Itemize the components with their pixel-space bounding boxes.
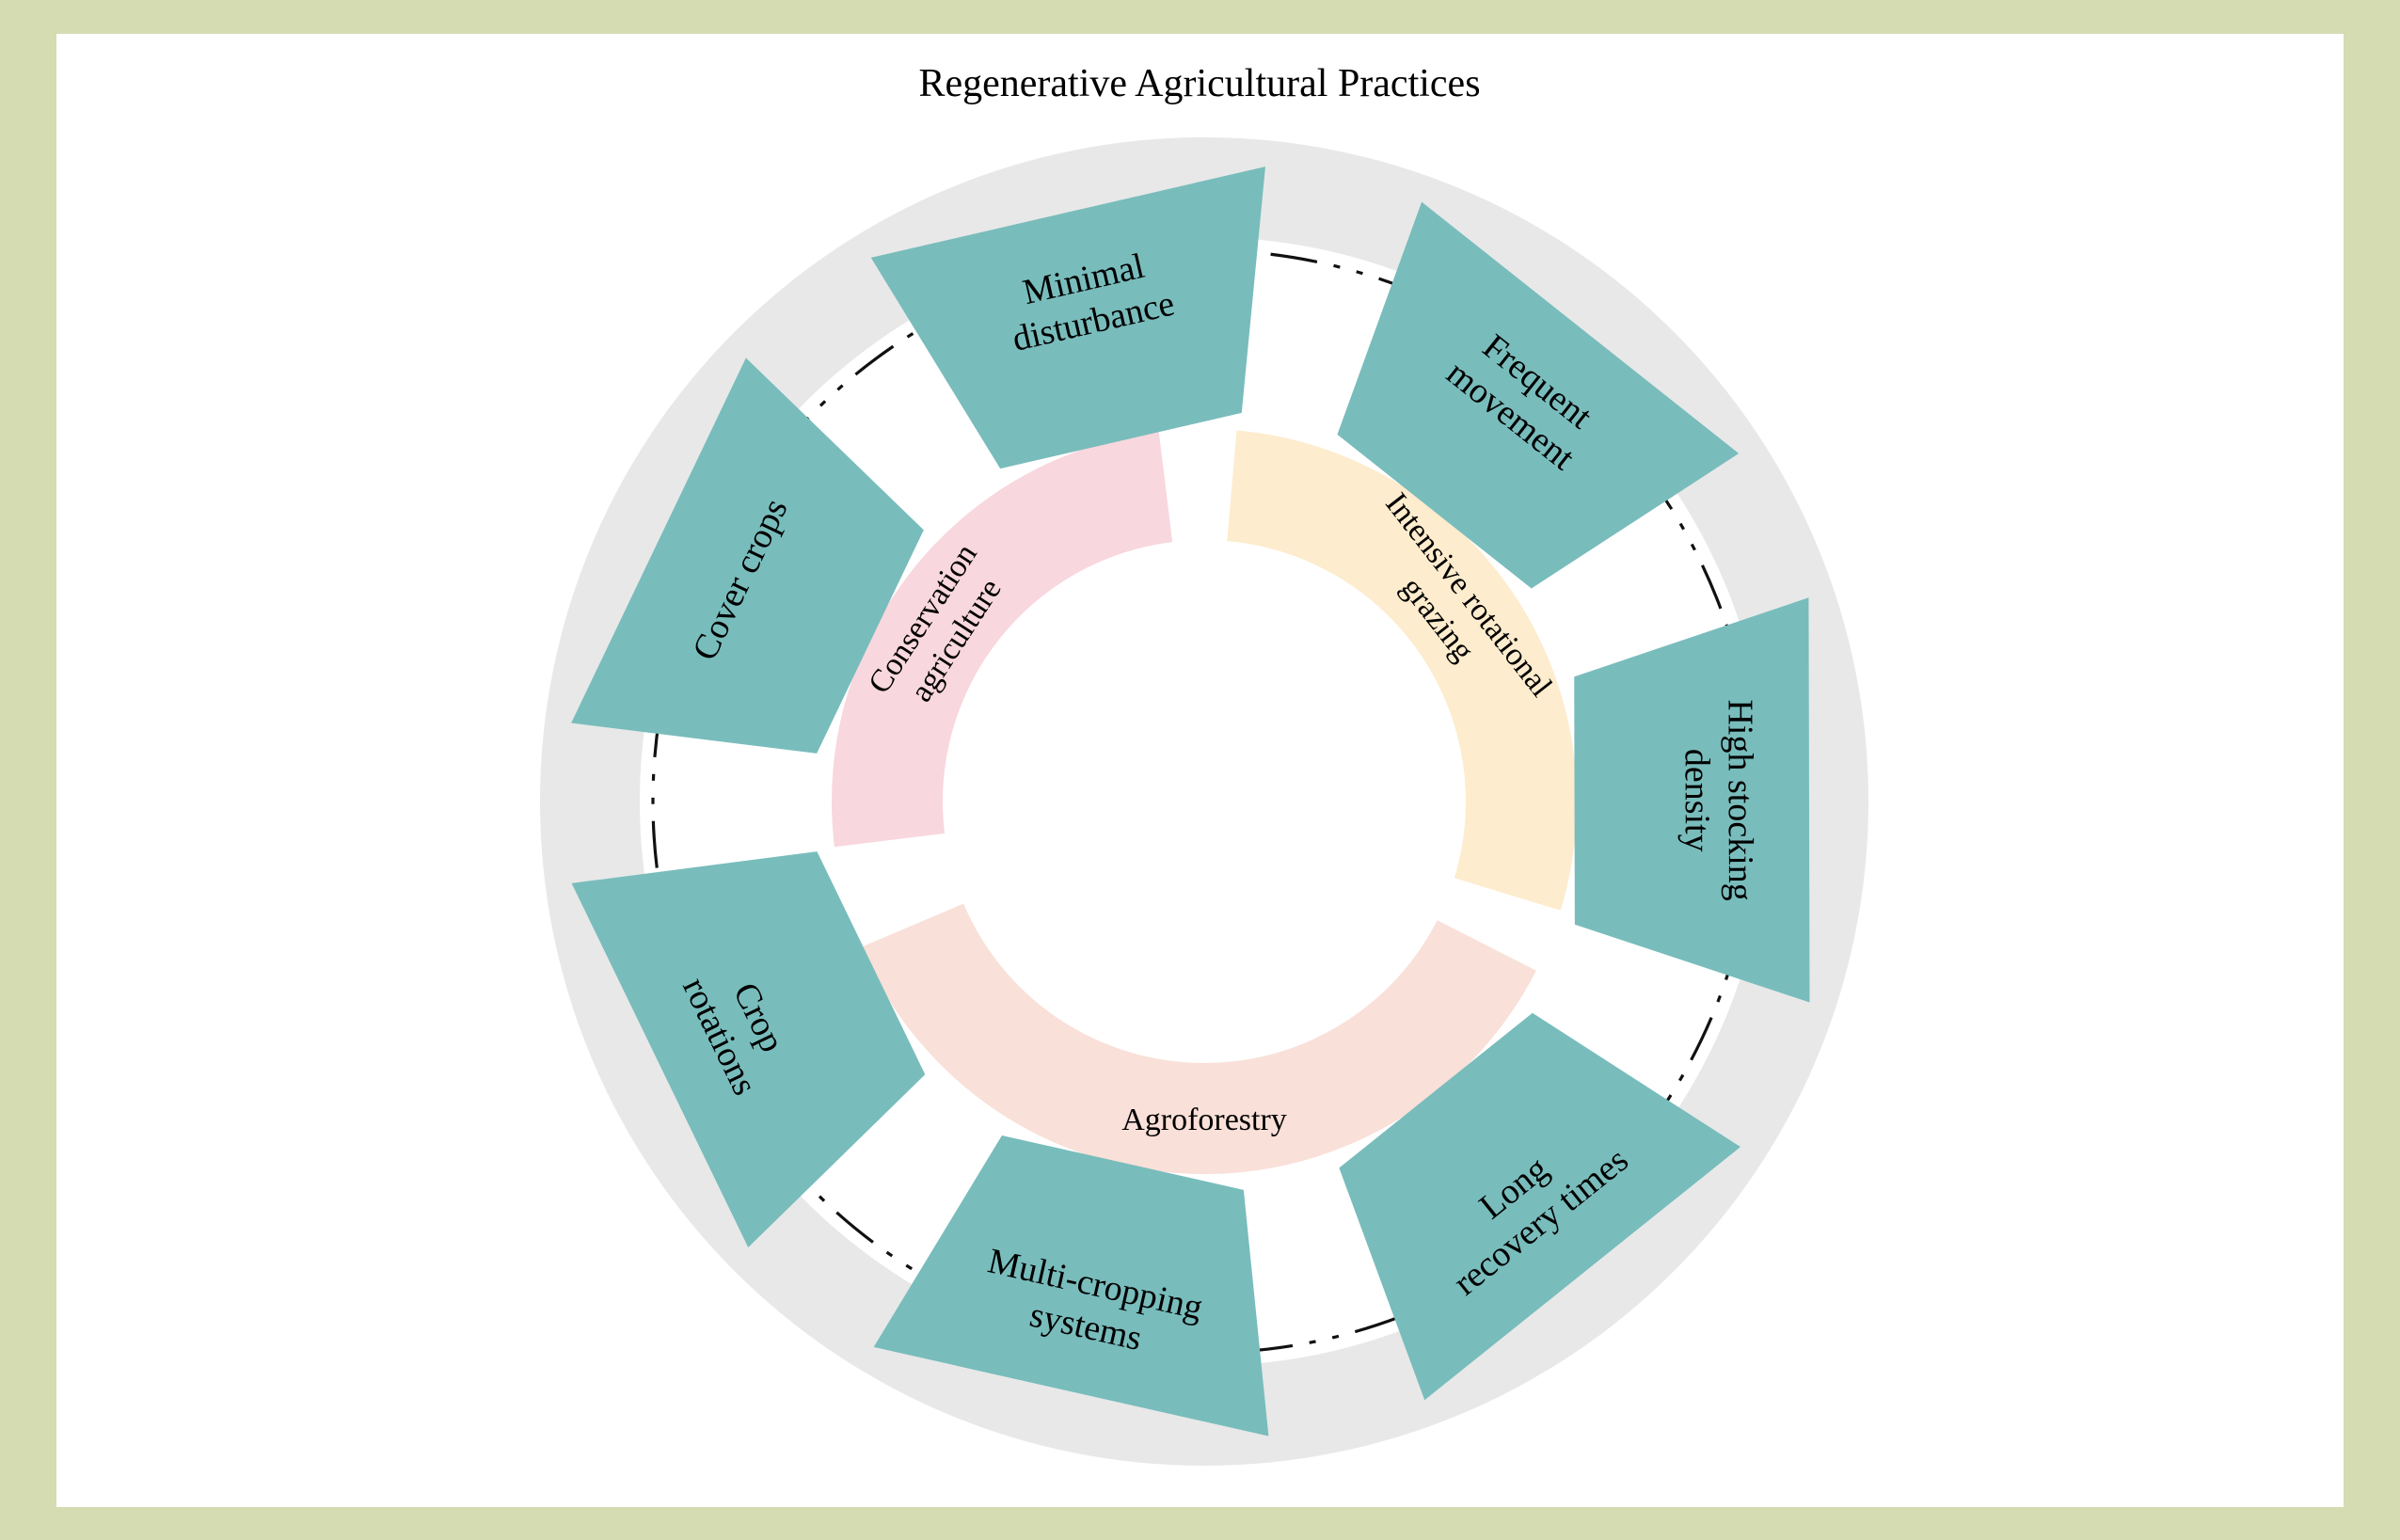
segment-minimal-disturbance bbox=[870, 167, 1265, 469]
segment-frequent-movement bbox=[1337, 201, 1740, 589]
diagram-title: Regenerative Agricultural Practices bbox=[918, 62, 1480, 105]
arc-intensive-rotational-grazing bbox=[1227, 430, 1577, 911]
segment-label-high-stocking-density: High stockingdensity bbox=[1677, 699, 1760, 900]
segment-multi-cropping-systems bbox=[873, 1135, 1269, 1437]
segment-cover-crops bbox=[571, 357, 924, 754]
segment-label-high-stocking-density-line: density bbox=[1677, 749, 1717, 852]
arc-label-agroforestry-line: Agroforestry bbox=[1121, 1103, 1287, 1137]
arc-conservation-agriculture bbox=[832, 431, 1173, 848]
segment-crop-rotations bbox=[571, 851, 926, 1248]
segment-high-stocking-density bbox=[1574, 597, 1810, 1003]
segment-label-high-stocking-density-line: High stocking bbox=[1720, 699, 1760, 900]
arc-label-agroforestry: Agroforestry bbox=[1121, 1103, 1287, 1137]
segment-long-recovery-times bbox=[1339, 1012, 1740, 1401]
arc-agroforestry bbox=[861, 903, 1536, 1174]
